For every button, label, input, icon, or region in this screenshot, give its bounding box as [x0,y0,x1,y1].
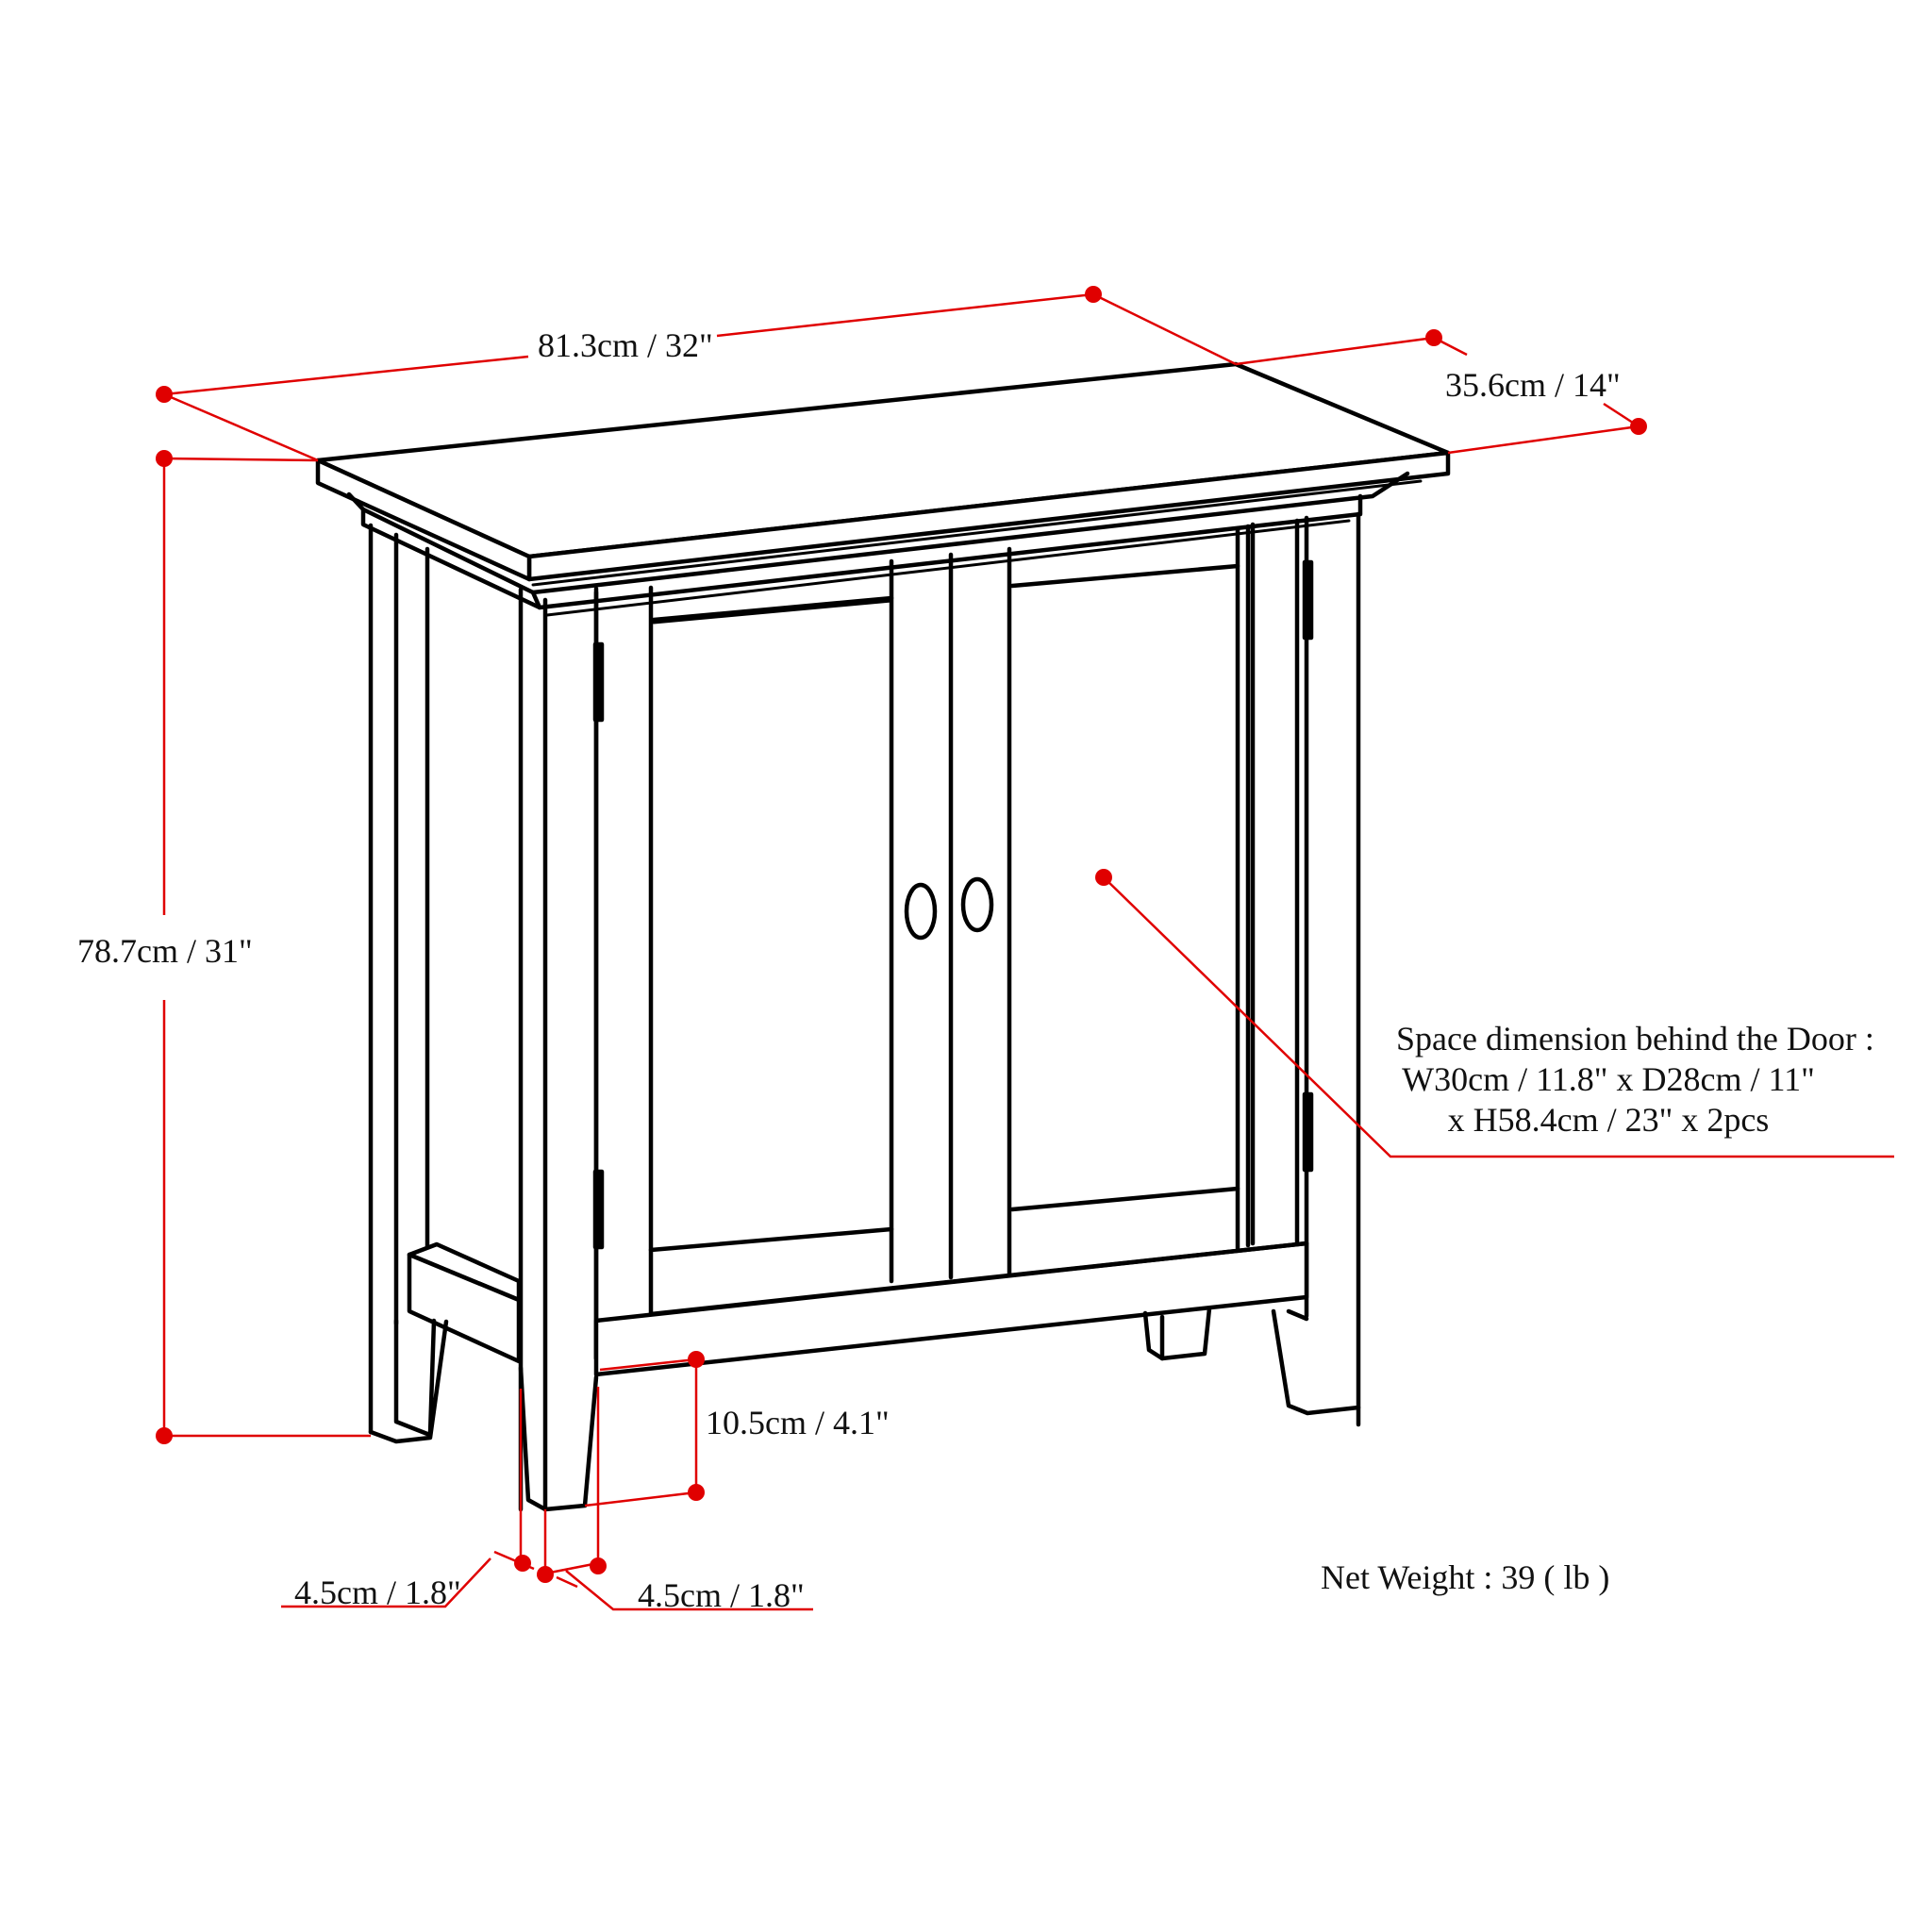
hinge-icon [592,641,605,723]
right-door-handle[interactable] [960,876,994,933]
depth-dimension-label: 35.6cm / 14" [1445,366,1621,404]
height-dimension-label: 78.7cm / 31" [77,932,253,970]
hinge-icon [592,1169,605,1250]
left-door-handle[interactable] [904,882,938,941]
leg-height-dimension-label: 10.5cm / 4.1" [706,1404,890,1441]
interior-note-line3: x H58.4cm / 23" x 2pcs [1447,1101,1770,1139]
interior-note-line1: Space dimension behind the Door : [1396,1020,1874,1058]
cabinet-top-left-edge [315,458,532,582]
hinge-icon [1302,1091,1314,1173]
cabinet-drawing [315,361,1451,1512]
leg-width-left-label: 4.5cm / 1.8" [294,1574,461,1611]
net-weight-label: Net Weight : 39 ( lb ) [1321,1558,1610,1596]
interior-note-line2: W30cm / 11.8" x D28cm / 11" [1402,1060,1815,1098]
leg-width-right-label: 4.5cm / 1.8" [638,1576,805,1614]
width-dimension-label: 81.3cm / 32" [538,326,713,364]
hinge-icon [1302,559,1314,641]
dimension-dots [156,286,1647,1583]
dimension-lines [162,292,1894,1611]
interior-space-note: Space dimension behind the Door : W30cm … [1396,1019,1874,1141]
